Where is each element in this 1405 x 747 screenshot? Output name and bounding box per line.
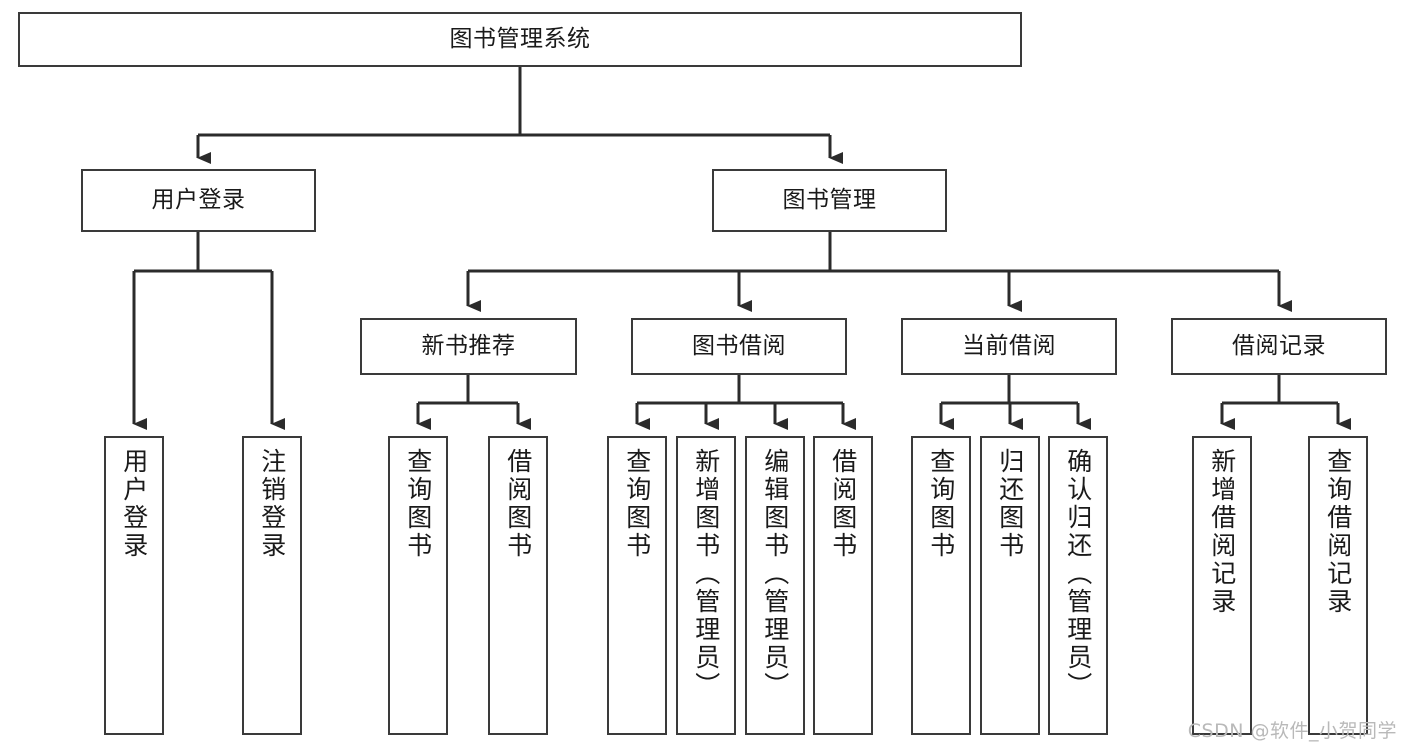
node-leaf-query-record[interactable]: 查询借阅记录	[1308, 436, 1368, 735]
node-user-login-label: 用户登录	[151, 187, 246, 214]
node-root[interactable]: 图书管理系统	[18, 12, 1022, 67]
node-leaf-query-book-2[interactable]: 查询图书	[607, 436, 667, 735]
node-current-borrow[interactable]: 当前借阅	[901, 318, 1117, 375]
node-leaf-logout-login[interactable]: 注销登录	[242, 436, 302, 735]
node-root-label: 图书管理系统	[449, 26, 591, 53]
node-leaf-add-record-label: 新增借阅记录	[1207, 448, 1237, 616]
node-book-borrow-label: 图书借阅	[692, 333, 786, 360]
node-leaf-query-book-3-label: 查询图书	[926, 448, 956, 560]
watermark: CSDN @软件_小贺同学	[1187, 720, 1397, 742]
node-leaf-edit-book[interactable]: 编辑图书（管理员）	[745, 436, 805, 735]
node-leaf-query-book-2-label: 查询图书	[622, 448, 652, 560]
node-leaf-borrow-book-1[interactable]: 借阅图书	[488, 436, 548, 735]
node-borrow-record[interactable]: 借阅记录	[1171, 318, 1387, 375]
node-leaf-return-book-label: 归还图书	[995, 448, 1025, 560]
node-new-book-recommend[interactable]: 新书推荐	[360, 318, 577, 375]
node-leaf-query-book-3[interactable]: 查询图书	[911, 436, 971, 735]
node-leaf-borrow-book-1-label: 借阅图书	[503, 448, 533, 560]
node-leaf-query-book-1-label: 查询图书	[403, 448, 433, 560]
node-user-login[interactable]: 用户登录	[81, 169, 316, 232]
node-leaf-edit-book-label: 编辑图书（管理员）	[760, 448, 790, 700]
node-leaf-add-record[interactable]: 新增借阅记录	[1192, 436, 1252, 735]
node-leaf-confirm-return[interactable]: 确认归还（管理员）	[1048, 436, 1108, 735]
node-leaf-return-book[interactable]: 归还图书	[980, 436, 1040, 735]
node-book-manage-label: 图书管理	[782, 187, 877, 214]
node-book-manage[interactable]: 图书管理	[712, 169, 947, 232]
node-leaf-borrow-book-2[interactable]: 借阅图书	[813, 436, 873, 735]
node-leaf-query-record-label: 查询借阅记录	[1323, 448, 1353, 616]
node-leaf-user-login[interactable]: 用户登录	[104, 436, 164, 735]
node-leaf-add-book-label: 新增图书（管理员）	[691, 448, 721, 700]
node-leaf-borrow-book-2-label: 借阅图书	[828, 448, 858, 560]
node-book-borrow[interactable]: 图书借阅	[631, 318, 847, 375]
node-leaf-logout-login-label: 注销登录	[257, 448, 287, 560]
node-borrow-record-label: 借阅记录	[1232, 333, 1326, 360]
node-leaf-user-login-label: 用户登录	[119, 448, 149, 560]
node-leaf-confirm-return-label: 确认归还（管理员）	[1063, 448, 1093, 700]
node-leaf-query-book-1[interactable]: 查询图书	[388, 436, 448, 735]
node-leaf-add-book[interactable]: 新增图书（管理员）	[676, 436, 736, 735]
node-new-book-recommend-label: 新书推荐	[421, 333, 516, 360]
node-current-borrow-label: 当前借阅	[962, 333, 1056, 360]
